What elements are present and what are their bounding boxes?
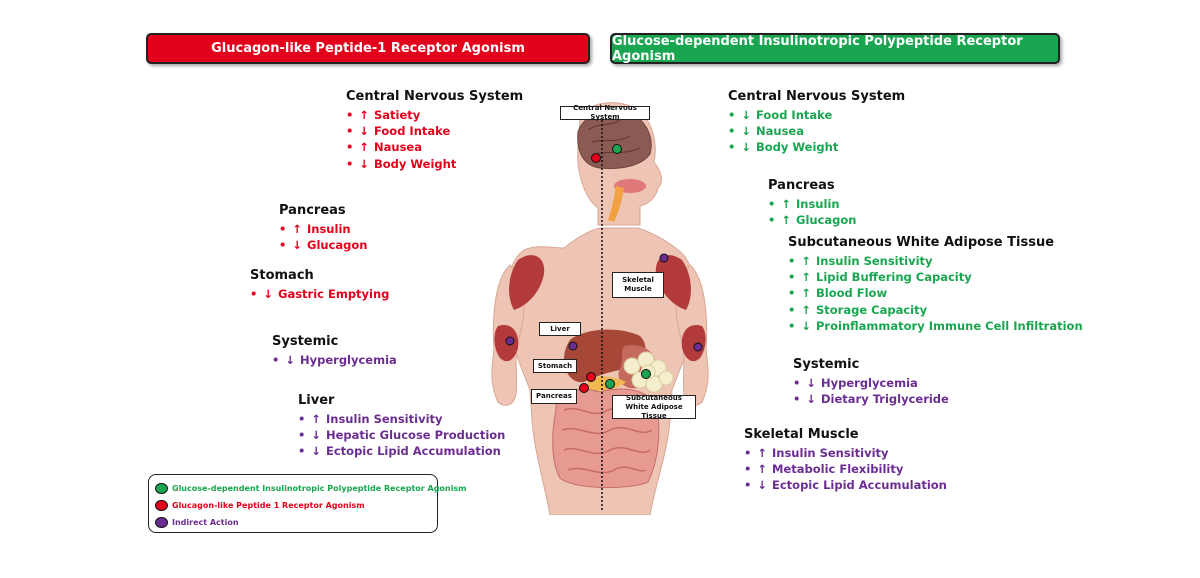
label-pancreas: Pancreas: [531, 389, 577, 404]
effect-item: •↑Metabolic Flexibility: [744, 462, 904, 477]
effect-item: •↑Insulin Sensitivity: [744, 446, 889, 460]
left-shoulder-muscle: [509, 255, 545, 310]
label-liver: Liver: [539, 322, 581, 336]
right-shoulder-indirect-marker: [659, 253, 669, 263]
effect-item: •↓Hyperglycemia: [793, 376, 918, 390]
legend-item-glp1: Glucagon-like Peptide 1 Receptor Agonism: [155, 497, 431, 514]
effect-list: •↑Insulin Sensitivity •↓Hepatic Glucose …: [298, 411, 505, 460]
effect-item: •↓Body Weight: [346, 156, 457, 171]
adipose-gip-marker: [641, 369, 651, 379]
gip-banner-label: Glucose-dependent Insulinotropic Polypep…: [612, 33, 1023, 64]
green-marker-icon: [155, 483, 168, 494]
human-body-illustration: [491, 102, 709, 515]
effect-item: •↑Insulin Sensitivity: [298, 412, 443, 426]
section-title: Pancreas: [768, 178, 835, 193]
effect-item: •↓Food Intake: [728, 108, 833, 122]
liver-organ: [564, 329, 646, 383]
effect-item: •↓Proinflammatory Immune Cell Infiltrati…: [788, 318, 1083, 333]
right-forearm-muscle: [681, 324, 706, 362]
glp1-banner: Glucagon-like Peptide-1 Receptor Agonism: [146, 33, 590, 64]
right-systemic-section: Systemic •↓Hyperglycemia •↓Dietary Trigl…: [793, 356, 949, 407]
section-title: Central Nervous System: [728, 89, 906, 104]
effect-item: •↑Satiety: [346, 108, 421, 122]
label-stomach: Stomach: [533, 359, 577, 373]
effect-item: •↑Storage Capacity: [788, 302, 928, 317]
effect-item: •↓Hyperglycemia: [272, 353, 397, 367]
right-shoulder-muscle: [655, 255, 691, 310]
effect-item: •↑Nausea: [346, 140, 422, 155]
pancreas-glp1-marker: [579, 383, 589, 393]
effect-item: •↓Nausea: [728, 124, 804, 139]
effect-item: •↓Gastric Emptying: [250, 287, 390, 301]
throat: [608, 186, 624, 222]
effect-item: •↑Lipid Buffering Capacity: [788, 270, 972, 285]
right-arm-indirect-marker: [693, 342, 703, 352]
effect-item: •↓Glucagon: [279, 238, 368, 253]
left-arm-indirect-marker: [505, 336, 515, 346]
effect-item: •↑Glucagon: [768, 213, 857, 228]
left-pancreas-section: Pancreas •↑Insulin •↓Glucagon: [279, 202, 367, 253]
purple-marker-icon: [155, 517, 168, 528]
effect-item: •↑Insulin: [279, 222, 351, 236]
effect-list: •↓Gastric Emptying: [250, 286, 389, 302]
label-adipose: Subcutaneous White Adipose Tissue: [612, 394, 696, 420]
stomach-glp1-marker: [586, 372, 596, 382]
section-title: Subcutaneous White Adipose Tissue: [788, 235, 1055, 250]
effect-item: •↓Hepatic Glucose Production: [298, 428, 506, 443]
effect-list: •↑Satiety •↓Food Intake •↑Nausea •↓Body …: [346, 107, 523, 172]
section-title: Liver: [298, 393, 335, 408]
right-skeletal-muscle-section: Skeletal Muscle •↑Insulin Sensitivity •↑…: [744, 426, 947, 494]
effect-list: •↓Food Intake •↓Nausea •↓Body Weight: [728, 107, 905, 156]
effect-list: •↑Insulin Sensitivity •↑Metabolic Flexib…: [744, 445, 947, 494]
effect-item: •↓Food Intake: [346, 124, 451, 139]
legend: Glucose-dependent Insulinotropic Polypep…: [148, 474, 466, 533]
section-title: Central Nervous System: [346, 89, 524, 104]
left-systemic-section: Systemic •↓Hyperglycemia: [272, 333, 397, 368]
right-adipose-section: Subcutaneous White Adipose Tissue •↑Insu…: [788, 234, 1083, 334]
effect-list: •↓Hyperglycemia: [272, 352, 397, 368]
effect-item: •↓Dietary Triglyceride: [793, 392, 949, 407]
effect-list: •↑Insulin •↓Glucagon: [279, 221, 367, 253]
glp1-banner-label: Glucagon-like Peptide-1 Receptor Agonism: [211, 41, 525, 56]
label-skeletal-muscle: Skeletal Muscle: [612, 272, 664, 298]
right-pancreas-section: Pancreas •↑Insulin •↑Glucagon: [768, 177, 856, 228]
effect-item: •↑Insulin Sensitivity: [788, 254, 933, 268]
liver-indirect-marker: [568, 341, 578, 351]
legend-item-indirect: Indirect Action: [155, 514, 431, 531]
effect-list: •↑Insulin •↑Glucagon: [768, 196, 856, 228]
cns-gip-marker: [612, 144, 622, 154]
left-cns-section: Central Nervous System •↑Satiety •↓Food …: [346, 88, 523, 172]
effect-list: •↓Hyperglycemia •↓Dietary Triglyceride: [793, 375, 949, 407]
section-title: Systemic: [272, 334, 339, 349]
effect-item: •↑Insulin: [768, 197, 840, 211]
gip-banner: Glucose-dependent Insulinotropic Polypep…: [610, 33, 1060, 64]
section-title: Stomach: [250, 268, 314, 283]
pancreas-gip-marker: [605, 379, 615, 389]
section-title: Pancreas: [279, 203, 346, 218]
section-title: Systemic: [793, 357, 860, 372]
effect-item: •↓Body Weight: [728, 140, 839, 155]
section-title: Skeletal Muscle: [744, 427, 859, 442]
effect-list: •↑Insulin Sensitivity •↑Lipid Buffering …: [788, 253, 1083, 334]
legend-item-gip: Glucose-dependent Insulinotropic Polypep…: [155, 480, 466, 497]
right-cns-section: Central Nervous System •↓Food Intake •↓N…: [728, 88, 905, 156]
left-liver-section: Liver •↑Insulin Sensitivity •↓Hepatic Gl…: [298, 392, 505, 460]
label-cns: Central Nervous System: [560, 104, 650, 121]
red-marker-icon: [155, 500, 168, 511]
cns-glp1-marker: [591, 153, 601, 163]
left-stomach-section: Stomach •↓Gastric Emptying: [250, 267, 389, 302]
effect-item: •↓Ectopic Lipid Accumulation: [744, 478, 947, 493]
effect-item: •↓Ectopic Lipid Accumulation: [298, 444, 501, 459]
effect-item: •↑Blood Flow: [788, 286, 888, 301]
